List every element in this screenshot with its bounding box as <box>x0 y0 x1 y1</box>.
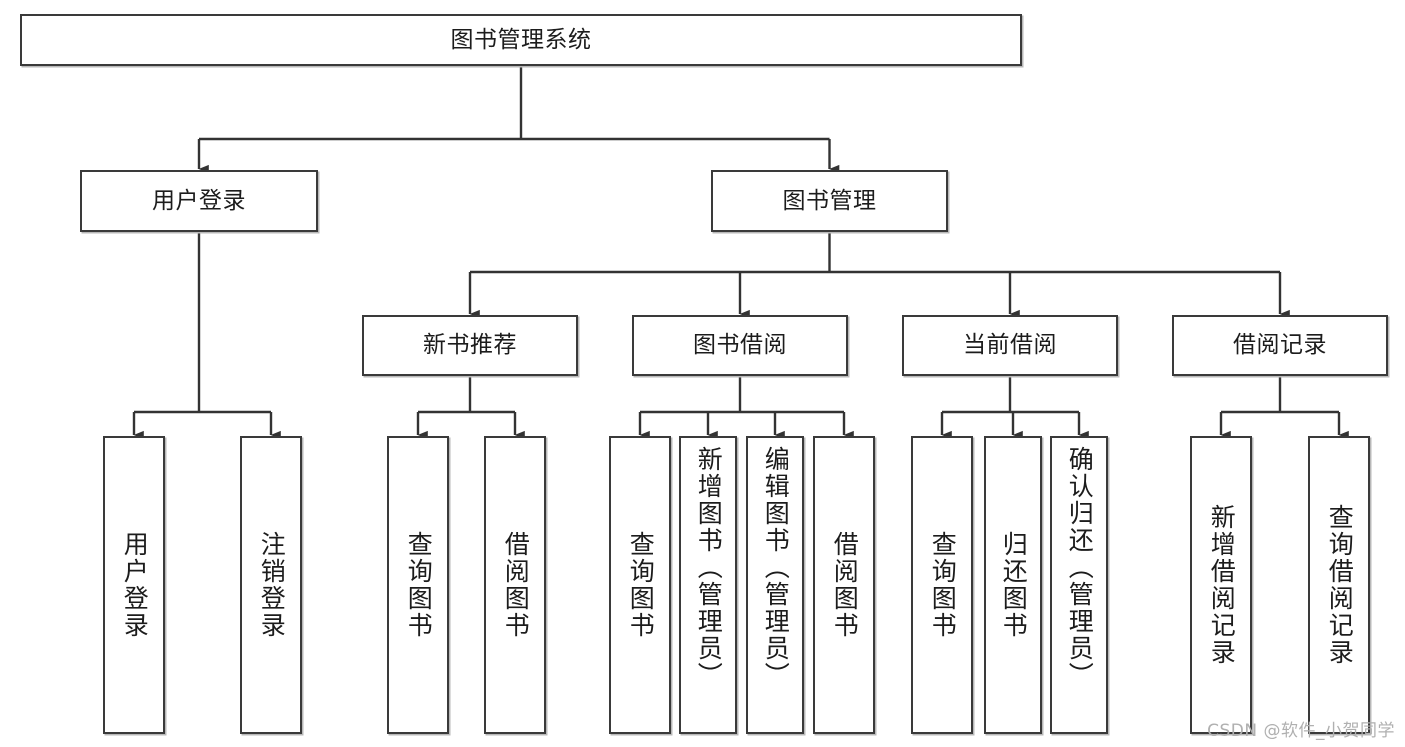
node-label-leaf-b-borrow: 借阅图书 <box>830 531 860 639</box>
node-label-leaf-b-add: 新增图书（管理员） <box>694 446 724 689</box>
node-leaf-b-add[interactable]: 新增图书（管理员） <box>679 436 737 734</box>
node-label-leaf-new-borrow: 借阅图书 <box>501 531 531 639</box>
node-root[interactable]: 图书管理系统 <box>20 14 1022 66</box>
node-leaf-user-login[interactable]: 用户登录 <box>103 436 165 734</box>
node-label-leaf-b-query: 查询图书 <box>626 531 656 639</box>
node-label-newbook: 新书推荐 <box>423 332 517 358</box>
node-leaf-b-edit[interactable]: 编辑图书（管理员） <box>746 436 804 734</box>
node-label-leaf-user-login: 用户登录 <box>120 531 150 639</box>
node-label-leaf-r-query: 查询借阅记录 <box>1325 504 1355 666</box>
node-bookmgmt[interactable]: 图书管理 <box>711 170 948 232</box>
node-label-leaf-user-logout: 注销登录 <box>257 531 287 639</box>
node-leaf-new-query[interactable]: 查询图书 <box>387 436 449 734</box>
node-leaf-new-borrow[interactable]: 借阅图书 <box>484 436 546 734</box>
node-label-current: 当前借阅 <box>963 332 1057 358</box>
csdn-watermark: CSDN @软件_小贺同学 <box>1207 721 1395 741</box>
node-leaf-r-add[interactable]: 新增借阅记录 <box>1190 436 1252 734</box>
node-label-leaf-c-query: 查询图书 <box>928 531 958 639</box>
node-leaf-c-return[interactable]: 归还图书 <box>984 436 1042 734</box>
node-label-bookmgmt: 图书管理 <box>782 187 877 214</box>
node-current[interactable]: 当前借阅 <box>902 315 1118 376</box>
node-label-leaf-new-query: 查询图书 <box>404 531 434 639</box>
node-label-leaf-c-confirm: 确认归还（管理员） <box>1065 446 1095 689</box>
node-label-records: 借阅记录 <box>1233 332 1327 358</box>
node-label-leaf-c-return: 归还图书 <box>999 531 1029 639</box>
node-leaf-c-query[interactable]: 查询图书 <box>911 436 973 734</box>
node-borrow[interactable]: 图书借阅 <box>632 315 848 376</box>
node-records[interactable]: 借阅记录 <box>1172 315 1388 376</box>
node-leaf-b-query[interactable]: 查询图书 <box>609 436 671 734</box>
node-label-leaf-b-edit: 编辑图书（管理员） <box>761 446 791 689</box>
node-label-login: 用户登录 <box>152 187 246 214</box>
node-login[interactable]: 用户登录 <box>80 170 318 232</box>
node-label-borrow: 图书借阅 <box>693 332 787 358</box>
node-label-leaf-r-add: 新增借阅记录 <box>1207 504 1237 666</box>
node-label-root: 图书管理系统 <box>450 26 592 53</box>
node-leaf-c-confirm[interactable]: 确认归还（管理员） <box>1050 436 1108 734</box>
node-leaf-user-logout[interactable]: 注销登录 <box>240 436 302 734</box>
node-leaf-b-borrow[interactable]: 借阅图书 <box>813 436 875 734</box>
node-newbook[interactable]: 新书推荐 <box>362 315 578 376</box>
node-leaf-r-query[interactable]: 查询借阅记录 <box>1308 436 1370 734</box>
